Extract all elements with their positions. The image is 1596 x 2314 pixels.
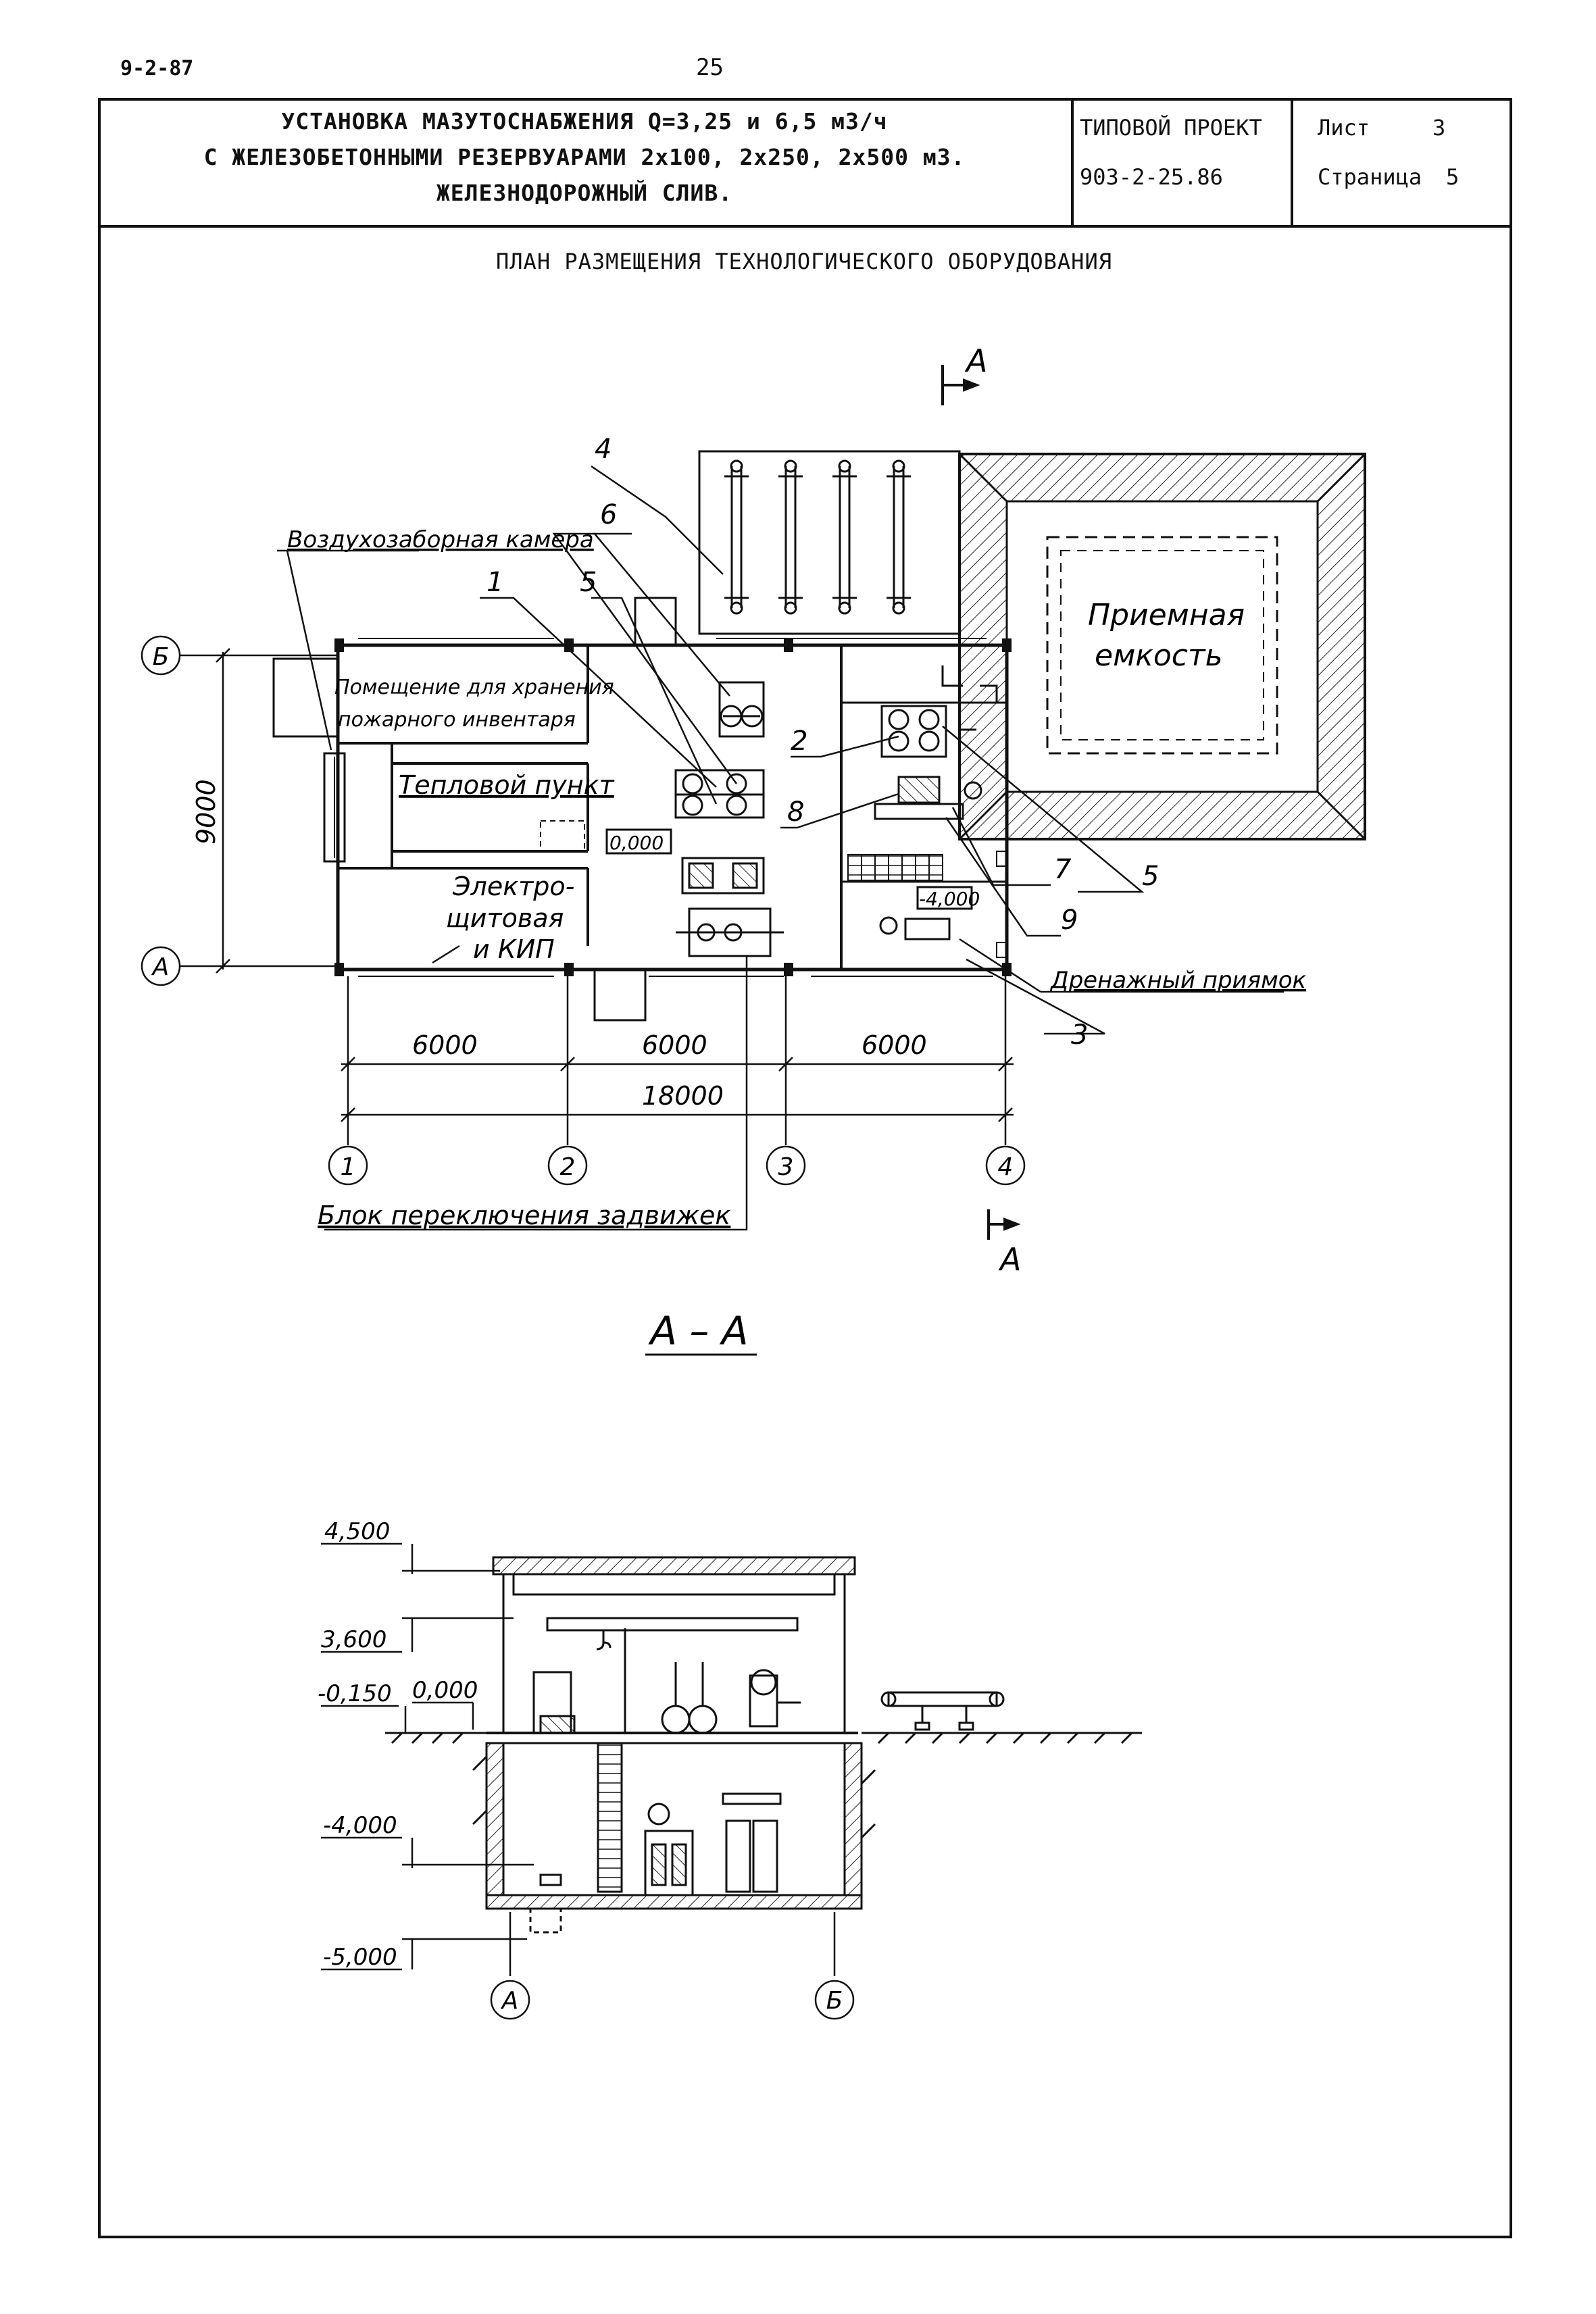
section-axis-a: А [501,1987,519,2015]
heater-2 [778,459,803,615]
page-number: 25 [696,54,724,81]
section-axis-b: Б [826,1987,843,2015]
axis-lines-letters [141,635,338,986]
sheet-frame [98,98,1512,2238]
heater-yard [698,450,961,635]
electro-label-2: щитовая [446,903,564,933]
axis-a-label: А [151,953,170,981]
section-mark-bottom-label: А [998,1241,1021,1278]
callout-5b: 5 [1142,861,1159,892]
elevation-box-m4 [916,886,973,910]
stairs-plan [847,854,943,881]
pump-unit-1-5 [674,769,765,819]
title-block: УСТАНОВКА МАЗУТОСНАБЖЕНИЯ Q=3,25 и 6,5 м… [101,108,1068,206]
callout-9: 9 [1061,905,1078,936]
sheet-label: Лист [1318,115,1370,141]
sheet-value: 3 [1432,115,1446,141]
axis-lines-numbers [328,976,1026,1186]
section-drawing [485,1556,1005,1934]
fire-storage-label-2: пожарного инвентаря [338,708,576,732]
axis-3-label: 3 [778,1153,794,1181]
dim-6000-3: 6000 [862,1030,927,1060]
callout-2: 2 [791,726,807,757]
title-block-bottom-rule [98,225,1510,228]
heater-unit-8-9 [874,776,982,820]
section-axes [490,1912,855,2020]
level-3600: 3,600 [321,1626,386,1653]
dim-9000: 9000 [191,779,221,845]
title-block-divider-1 [1071,98,1074,226]
callout-1: 1 [487,567,503,598]
heat-point-label: Тепловой пункт [399,770,616,800]
title-line-3: ЖЕЛЕЗНОДОРОЖНЫЙ СЛИВ. [436,180,733,206]
level-m4000: -4,000 [323,1812,397,1839]
section-cut-mark-bottom [987,1209,1021,1240]
pump-unit-2 [880,705,976,758]
plan-title: ПЛАН РАЗМЕЩЕНИЯ ТЕХНОЛОГИЧЕСКОГО ОБОРУДО… [496,249,1112,274]
callout-7: 7 [1054,854,1072,885]
section-mark-top-label: А [964,343,987,379]
axis-1-label: 1 [341,1153,356,1181]
level-0000: 0,000 [412,1677,478,1704]
filter-unit [681,857,765,895]
project-label: ТИПОВОЙ ПРОЕКТ [1080,115,1262,141]
callout-5a: 5 [580,567,597,598]
pump-unit-6 [718,681,765,738]
dim-18000: 18000 [642,1081,724,1111]
tank-label-1: Приемная [1088,598,1245,632]
fire-storage-label-1: Помещение для хранения [334,676,614,699]
callout-6: 6 [600,499,617,530]
drain-pump-3 [879,916,951,940]
axis-2-label: 2 [560,1153,576,1181]
section-cut-mark-top [941,365,980,405]
axis-4-label: 4 [998,1153,1014,1181]
dim-6000-1: 6000 [412,1030,478,1060]
drain-pit-label: Дренажный приямок [1049,967,1307,994]
electro-label-3: и КИП [473,934,555,964]
level-m0150: -0,150 [318,1680,392,1707]
level-4500: 4,500 [324,1518,390,1545]
elevation-m4-label: -4,000 [919,888,980,910]
receiving-tank [958,453,1366,840]
level-m5000: -5,000 [323,1944,397,1971]
title-line-1: УСТАНОВКА МАЗУТОСНАБЖЕНИЯ Q=3,25 и 6,5 м… [281,108,888,134]
heater-4 [887,459,911,615]
title-block-divider-2 [1291,98,1293,226]
callout-3: 3 [1071,1020,1088,1051]
heater-3 [832,459,857,615]
section-title: А – А [647,1308,748,1354]
callout-4: 4 [595,434,612,465]
level-marks [321,1542,534,1971]
page-value: 5 [1446,164,1460,190]
valve-block-label: Блок переключения задвижек [318,1201,730,1230]
callout-8: 8 [787,797,804,828]
elevation-0-label: 0,000 [609,832,664,854]
axis-b-label: Б [153,643,170,671]
page-code: 9-2-87 [120,57,194,80]
project-number: 903-2-25.86 [1080,164,1223,190]
valve-block-plan [676,907,784,957]
air-intake-label: Воздухозаборная камера [287,526,594,553]
electro-label-1: Электро- [452,872,574,901]
heater-1 [724,459,749,615]
tank-label-2: емкость [1095,638,1223,673]
dim-6000-2: 6000 [642,1030,707,1060]
title-line-2: С ЖЕЛЕЗОБЕТОННЫМИ РЕЗЕРВУАРАМИ 2х100, 2х… [203,144,966,170]
building-plan [272,597,1009,1022]
elevation-box-0 [605,828,672,855]
leader-lines [277,465,1284,1231]
page-label: Страница [1318,164,1422,190]
